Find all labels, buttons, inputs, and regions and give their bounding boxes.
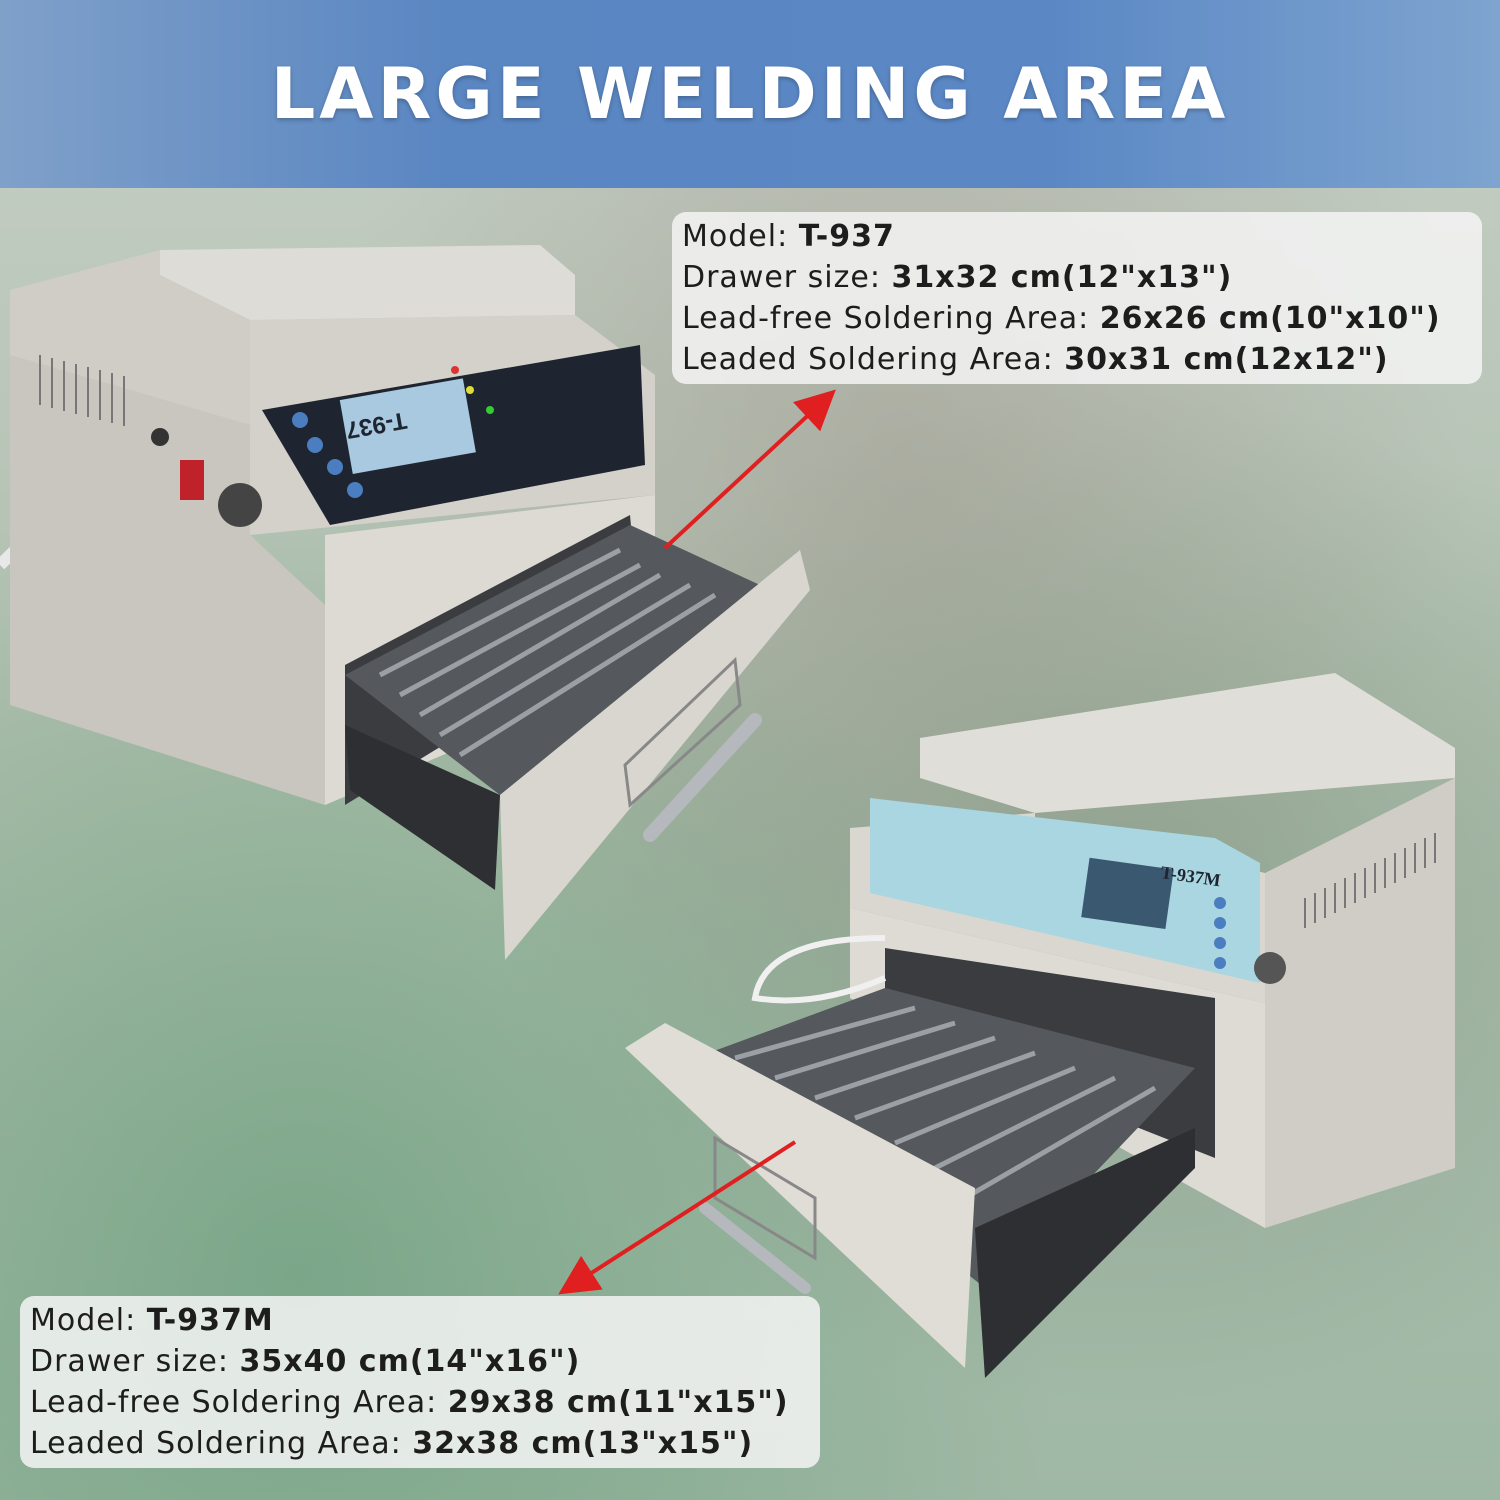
control-panel-light (870, 798, 1260, 983)
arrow-t937m (558, 1140, 797, 1295)
lead-free-area-line: Lead-free Soldering Area: 26x26 cm(10"x1… (682, 301, 1441, 336)
drawer-size-value: 35x40 cm(14"x16") (239, 1344, 581, 1379)
oven-t937m-image: T-937M (625, 673, 1455, 1378)
lead-free-area-value: 29x38 cm(11"x15") (447, 1385, 789, 1420)
model-value: T-937M (146, 1303, 274, 1338)
drawer-size-line: Drawer size: 35x40 cm(14"x16") (30, 1344, 581, 1379)
lead-free-area-value: 26x26 cm(10"x10") (1099, 301, 1441, 336)
leaded-area-line: Leaded Soldering Area: 30x31 cm(12x12") (682, 342, 1389, 377)
lead-free-area-line: Lead-free Soldering Area: 29x38 cm(11"x1… (30, 1385, 789, 1420)
leaded-area-value: 30x31 cm(12x12") (1064, 342, 1389, 377)
oven-t937-image: T-937 (0, 245, 810, 960)
drawer-size-value: 31x32 cm(12"x13") (891, 260, 1233, 295)
header-banner: LARGE WELDING AREA (0, 0, 1500, 188)
page-title: LARGE WELDING AREA (270, 53, 1230, 135)
model-value: T-937 (798, 219, 895, 254)
model-line: Model: T-937 (682, 219, 895, 254)
model-line: Model: T-937M (30, 1303, 274, 1338)
drawer-size-line: Drawer size: 31x32 cm(12"x13") (682, 260, 1233, 295)
spec-box-t937: Model: T-937 Drawer size: 31x32 cm(12"x1… (672, 212, 1482, 384)
leaded-area-value: 32x38 cm(13"x15") (412, 1426, 754, 1461)
leaded-area-line: Leaded Soldering Area: 32x38 cm(13"x15") (30, 1426, 754, 1461)
arrow-t937 (663, 389, 836, 550)
spec-box-t937m: Model: T-937M Drawer size: 35x40 cm(14"x… (20, 1296, 820, 1468)
